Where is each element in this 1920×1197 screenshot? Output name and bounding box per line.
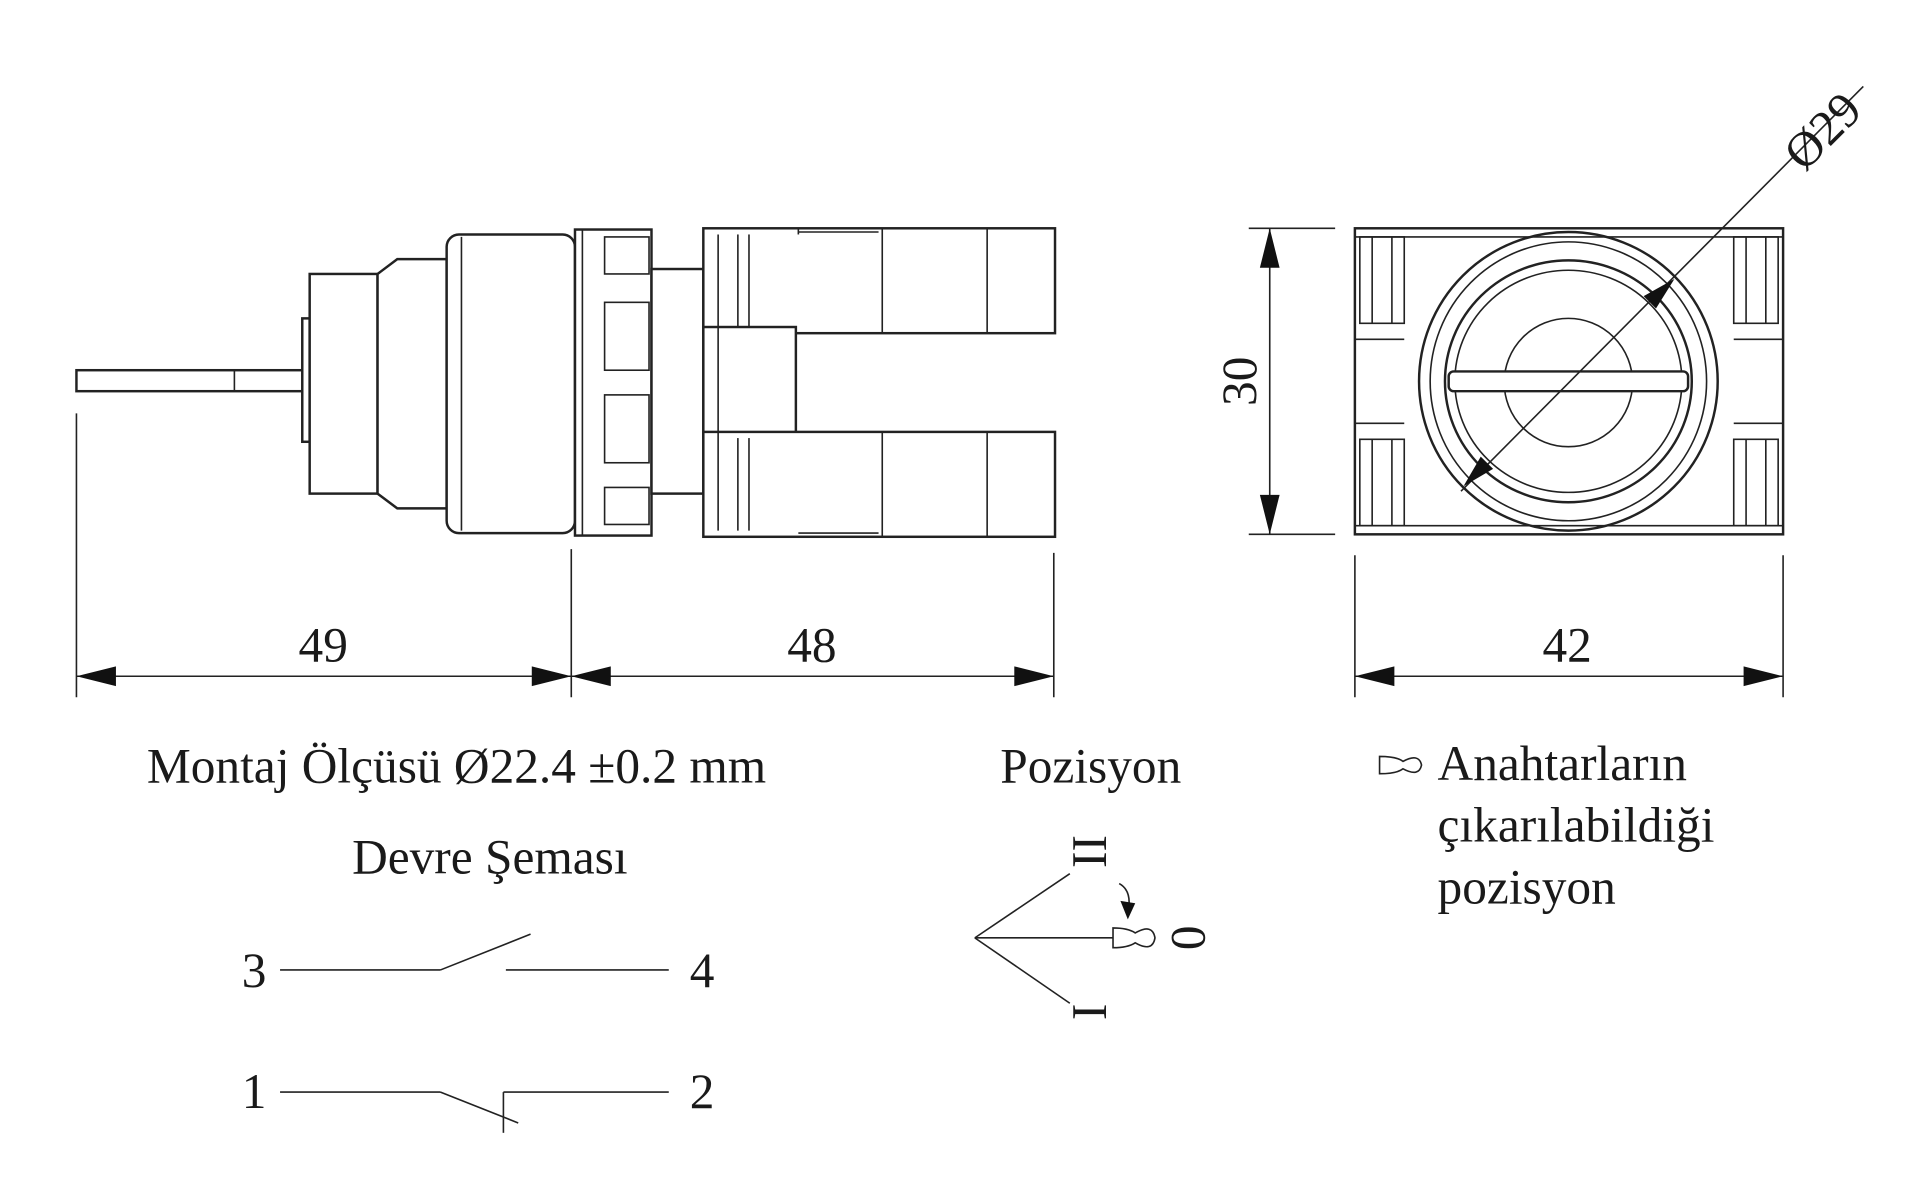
dim-30: 30: [1212, 357, 1267, 406]
diameter-label: Ø29: [1773, 82, 1872, 181]
terminal-1: 1: [242, 1064, 267, 1119]
position-I: I: [1063, 1004, 1118, 1020]
terminal-3: 3: [242, 943, 267, 998]
position-diagram: II 0 I: [974, 835, 1216, 1020]
position-II: II: [1063, 835, 1118, 868]
key-note-line-1: Anahtarların: [1438, 736, 1687, 791]
side-view: [75, 227, 1057, 539]
terminal-4: 4: [690, 943, 715, 998]
dim-42: 42: [1542, 617, 1591, 672]
circuit-title: Devre Şeması: [352, 830, 628, 885]
mounting-label: Montaj Ölçüsü Ø22.4 ±0.2 mm: [147, 738, 766, 793]
position-title: Pozisyon: [1000, 738, 1181, 793]
key-note-line-2: çıkarılabildiği: [1438, 798, 1715, 853]
terminal-2: 2: [690, 1064, 715, 1119]
dim-49: 49: [299, 617, 348, 672]
position-0: 0: [1161, 926, 1216, 951]
circuit-diagram: 3 4 1 2: [242, 933, 715, 1133]
key-note: Anahtarların çıkarılabildiği pozisyon: [1378, 736, 1715, 914]
key-icon: [1378, 755, 1423, 775]
dim-48: 48: [787, 617, 836, 672]
dimension-lines: 49 48 42 30: [75, 227, 1784, 698]
front-view: Ø29: [1353, 82, 1872, 536]
key-note-line-3: pozisyon: [1438, 859, 1616, 914]
